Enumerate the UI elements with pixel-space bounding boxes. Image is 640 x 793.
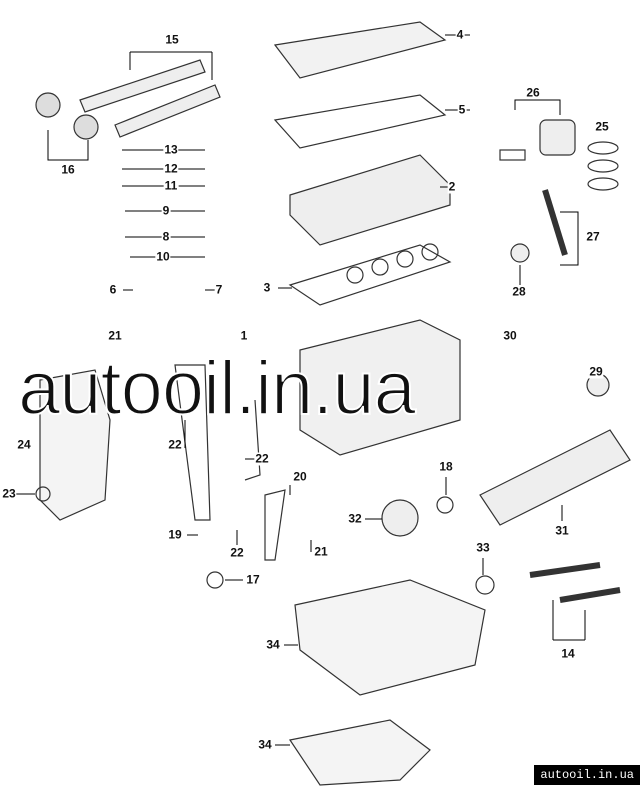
balance-shafts (206, 562, 621, 603)
callout-33: 33 (475, 540, 491, 555)
callout-9: 9 (161, 203, 171, 218)
callout-22: 22 (229, 545, 245, 560)
callout-25: 25 (594, 119, 610, 134)
callout-1: 1 (239, 328, 249, 343)
callout-8: 8 (161, 229, 171, 244)
timing-chain (174, 364, 286, 561)
callout-18: 18 (438, 459, 454, 474)
callout-15: 15 (164, 32, 180, 47)
callout-27: 27 (585, 229, 601, 244)
callout-16: 16 (60, 162, 76, 177)
callout-11: 11 (163, 178, 179, 193)
callout-20: 20 (292, 469, 308, 484)
callout-5: 5 (457, 102, 467, 117)
valve-cover (273, 21, 447, 79)
callout-6: 6 (108, 282, 118, 297)
watermark: autooil.in.ua (17, 346, 417, 431)
callout-21: 21 (313, 544, 329, 559)
callout-34: 34 (257, 737, 273, 752)
callout-29: 29 (588, 364, 604, 379)
callout-7: 7 (214, 282, 224, 297)
callout-23: 23 (1, 486, 17, 501)
camshafts (35, 59, 221, 140)
connecting-rod (510, 189, 568, 263)
head-gasket (288, 243, 452, 306)
piston (499, 119, 576, 161)
oil-pan (289, 575, 495, 786)
callout-3: 3 (262, 280, 272, 295)
callout-22: 22 (167, 437, 183, 452)
callout-21: 21 (107, 328, 123, 343)
callout-14: 14 (560, 646, 576, 661)
callout-19: 19 (167, 527, 183, 542)
site-badge: autooil.in.ua (534, 765, 640, 785)
callout-12: 12 (163, 161, 179, 176)
callout-2: 2 (447, 179, 457, 194)
timing-cover (35, 369, 111, 521)
crankshaft (381, 373, 631, 537)
callout-4: 4 (455, 27, 465, 42)
callout-31: 31 (554, 523, 570, 538)
cylinder-head (289, 154, 451, 246)
callout-10: 10 (155, 249, 171, 264)
callout-22: 22 (254, 451, 270, 466)
callout-28: 28 (511, 284, 527, 299)
callout-26: 26 (525, 85, 541, 100)
callout-34: 34 (265, 637, 281, 652)
callout-30: 30 (502, 328, 518, 343)
engine-block (299, 319, 461, 456)
callout-17: 17 (245, 572, 261, 587)
cover-gasket (273, 94, 447, 149)
callout-13: 13 (163, 142, 179, 157)
piston-rings (587, 141, 619, 191)
callout-24: 24 (16, 437, 32, 452)
callout-32: 32 (347, 511, 363, 526)
